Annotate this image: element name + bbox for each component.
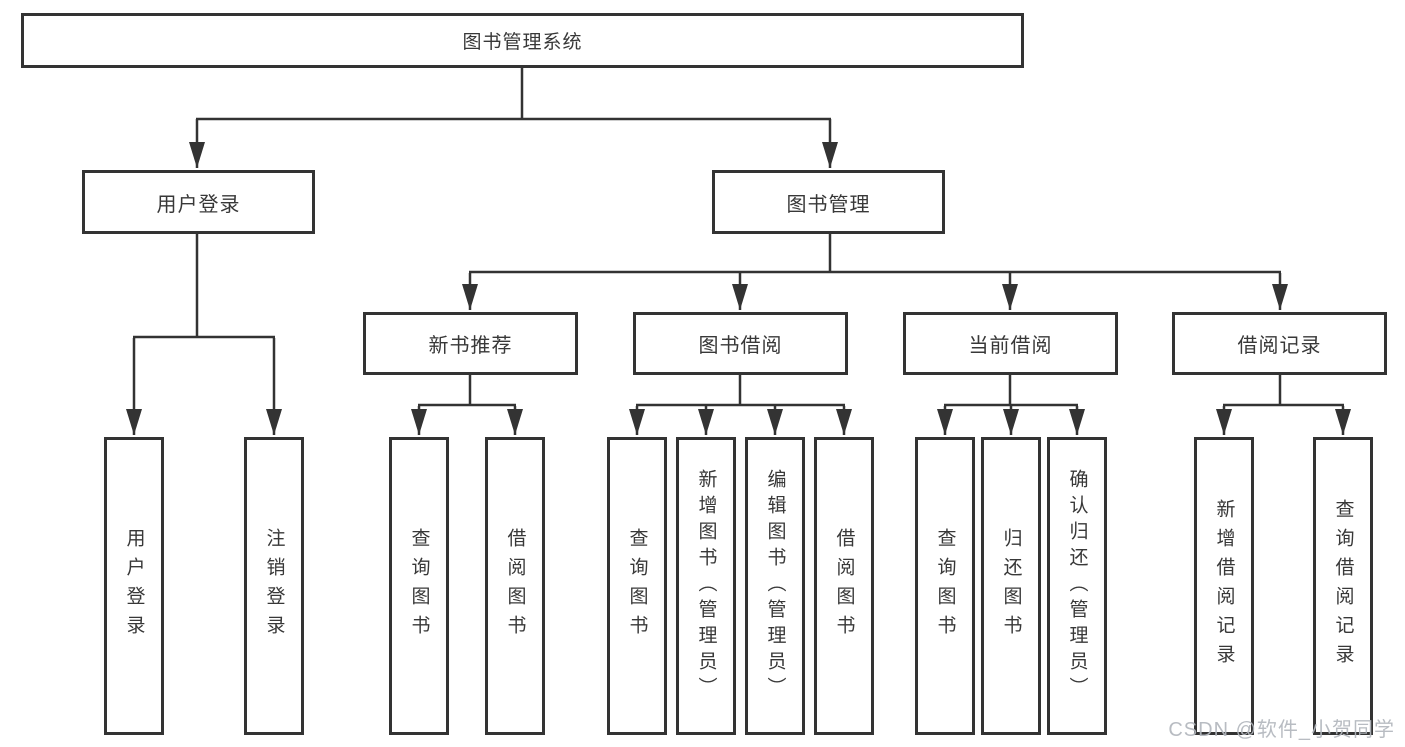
node-label: 图书借阅 [698, 335, 783, 357]
leaf-query-borrow-record: 查询借阅记录 [1313, 437, 1373, 735]
csdn-watermark: CSDN @软件_小贺同学 [1168, 719, 1395, 741]
node-new-book-recommend: 新书推荐 [363, 312, 578, 375]
node-label: 当前借阅 [968, 335, 1053, 357]
node-label: 借阅记录 [1237, 335, 1322, 357]
node-label: 借阅图书 [833, 528, 855, 644]
node-label: 新书推荐 [428, 335, 513, 357]
node-book-management: 图书管理 [712, 170, 945, 234]
node-user-login: 用户登录 [82, 170, 315, 234]
leaf-add-borrow-record: 新增借阅记录 [1194, 437, 1254, 735]
leaf-user-login: 用户登录 [104, 437, 164, 735]
node-label: 查询借阅记录 [1332, 499, 1354, 673]
node-book-borrow: 图书借阅 [633, 312, 848, 375]
node-borrow-records: 借阅记录 [1172, 312, 1387, 375]
node-label: 查询图书 [626, 528, 648, 644]
leaf-recommend-query-book: 查询图书 [389, 437, 449, 735]
node-label: 注销登录 [263, 528, 285, 644]
node-label: 借阅图书 [504, 528, 526, 644]
leaf-logout: 注销登录 [244, 437, 304, 735]
node-root: 图书管理系统 [21, 13, 1024, 68]
node-label: 查询图书 [934, 528, 956, 644]
node-label: 归还图书 [1000, 528, 1022, 644]
leaf-borrow-book: 借阅图书 [814, 437, 874, 735]
leaf-borrow-query-book: 查询图书 [607, 437, 667, 735]
leaf-recommend-borrow-book: 借阅图书 [485, 437, 545, 735]
leaf-current-query-book: 查询图书 [915, 437, 975, 735]
node-current-borrow: 当前借阅 [903, 312, 1118, 375]
node-label: 用户登录 [123, 528, 145, 644]
node-label: 图书管理 [786, 193, 871, 216]
node-label: 图书管理系统 [462, 32, 583, 53]
node-label: 新增图书（管理员） [695, 469, 717, 703]
leaf-add-book-admin: 新增图书（管理员） [676, 437, 736, 735]
node-label: 确认归还（管理员） [1066, 469, 1088, 703]
node-label: 用户登录 [156, 193, 241, 216]
leaf-return-book: 归还图书 [981, 437, 1041, 735]
node-label: 查询图书 [408, 528, 430, 644]
leaf-edit-book-admin: 编辑图书（管理员） [745, 437, 805, 735]
leaf-confirm-return-admin: 确认归还（管理员） [1047, 437, 1107, 735]
node-label: 新增借阅记录 [1213, 499, 1235, 673]
node-label: 编辑图书（管理员） [764, 469, 786, 703]
